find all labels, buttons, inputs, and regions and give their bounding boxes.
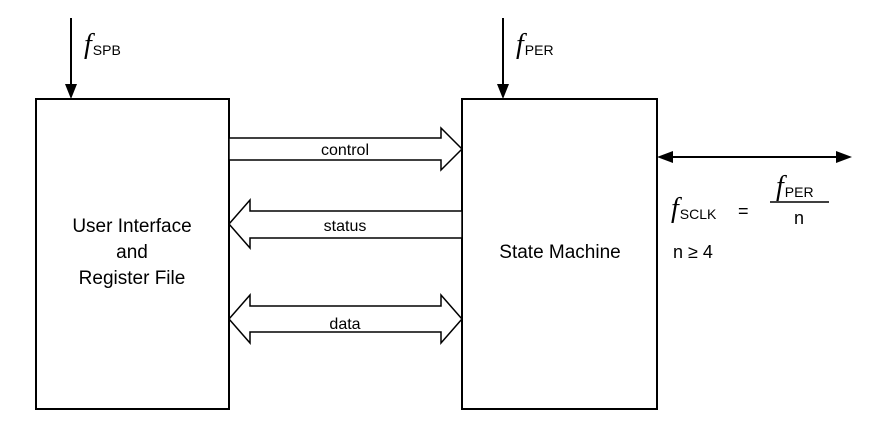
- state-machine-label: State Machine: [499, 242, 620, 263]
- left-block-line-3: Register File: [79, 268, 186, 289]
- left-block-line-1: User Interface: [72, 216, 191, 237]
- left-block-line-2: and: [116, 242, 148, 263]
- control-bus-arrow: [228, 126, 464, 172]
- sclk-formula-denominator: n: [794, 208, 804, 228]
- status-bus-label: status: [324, 218, 367, 235]
- status-bus-arrow: [228, 198, 463, 250]
- sclk-formula-numerator: fPER: [776, 171, 814, 202]
- sclk-arrowhead-left: [657, 151, 673, 163]
- spb-clock-label: fSPB: [84, 29, 121, 60]
- user-interface-block: [35, 98, 230, 410]
- n-condition-label: n ≥ 4: [673, 242, 713, 262]
- spb-clock-arrowhead: [65, 84, 77, 99]
- state-machine-block: [461, 98, 658, 410]
- sclk-arrowhead-right: [836, 151, 852, 163]
- control-bus-label: control: [321, 142, 369, 159]
- per-clock-arrowhead: [497, 84, 509, 99]
- data-bus-label: data: [329, 316, 360, 333]
- data-bus-arrow: [228, 293, 463, 345]
- per-clock-label: fPER: [516, 29, 554, 60]
- sclk-formula-lhs: fSCLK: [671, 193, 717, 224]
- sclk-formula-equals: =: [738, 201, 749, 221]
